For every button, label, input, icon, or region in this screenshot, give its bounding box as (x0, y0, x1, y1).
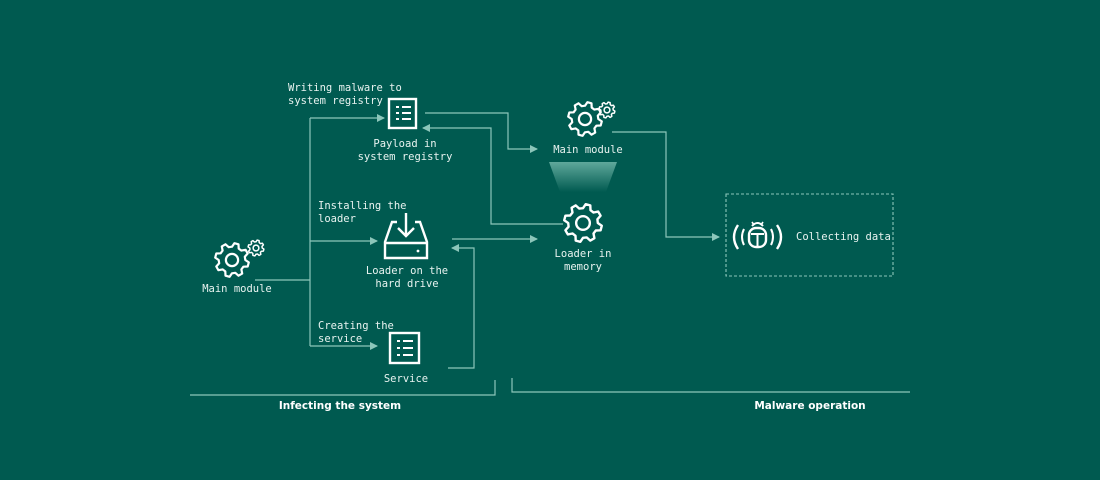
loader-hard-drive-label-1: Loader on the (366, 265, 448, 277)
gears-icon (214, 239, 265, 278)
loader-memory-label-1: Loader in (555, 248, 612, 260)
arrow-main-module-to-collecting (612, 131, 720, 241)
gears-icon (567, 101, 616, 137)
service-label: Service (384, 373, 428, 385)
gear-outline (563, 203, 603, 243)
document-list-icon (387, 97, 418, 130)
arrow-service-to-hard-drive (448, 244, 475, 369)
bug-signal-icon (732, 221, 783, 250)
payload-registry-label-1: Payload in (373, 138, 436, 150)
gear-hub (252, 244, 260, 252)
gear-hub (224, 252, 240, 268)
gear-hub (603, 106, 611, 114)
gear-outline (214, 242, 250, 278)
creating-service-label-1: Creating the (318, 320, 394, 332)
hard-drive-download-icon (383, 213, 429, 260)
payload-registry-label-2: system registry (358, 151, 453, 163)
loader-hard-drive-label-2: hard drive (375, 278, 438, 290)
gear-outline (247, 239, 265, 257)
writing-malware-label-1: Writing malware to (288, 82, 402, 94)
writing-malware-label-2: system registry (288, 95, 383, 107)
document-list-icon (388, 331, 421, 365)
injection-funnel (549, 162, 617, 192)
arrow-memory-to-registry (422, 124, 563, 225)
phase-infecting-label: Infecting the system (279, 400, 401, 412)
collecting-data-box (725, 193, 894, 277)
gear-hub (574, 214, 592, 232)
gear-hub (577, 111, 593, 127)
gear-outline (598, 101, 616, 119)
collecting-data-label: Collecting data (796, 231, 891, 243)
creating-service-label-2: service (318, 333, 362, 345)
phase-bracket-infecting (190, 380, 496, 396)
arrow-registry-to-main-module (425, 112, 538, 153)
main-module-left-label: Main module (202, 283, 272, 295)
connectors (190, 112, 910, 396)
phase-bracket-operation (511, 378, 910, 393)
loader-memory-label-2: memory (564, 261, 602, 273)
installing-loader-label-1: Installing the (318, 200, 407, 212)
phase-operation-label: Malware operation (754, 400, 865, 412)
installing-loader-label-2: loader (318, 213, 356, 225)
labels: Main module Writing malware to system re… (202, 82, 891, 412)
gear-outline (567, 101, 603, 137)
main-module-right-label: Main module (553, 144, 623, 156)
gear-icon (563, 203, 603, 243)
